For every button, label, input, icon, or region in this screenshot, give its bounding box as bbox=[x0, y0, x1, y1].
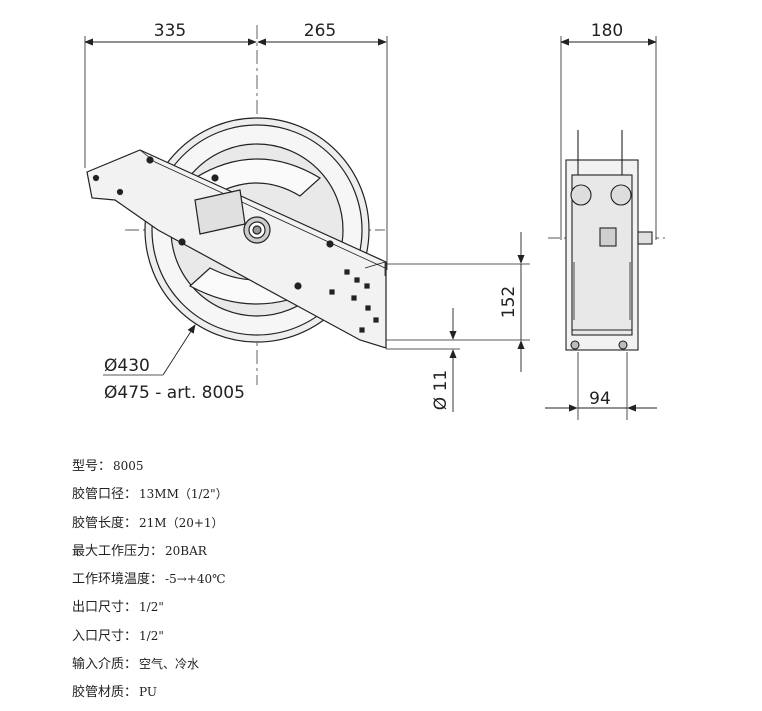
spec-list: 型号：8005 胶管口径：13MM（1/2"） 胶管长度：21M（20+1） 最… bbox=[72, 456, 228, 711]
spec-model: 型号：8005 bbox=[72, 459, 144, 474]
spec-outlet-size: 出口尺寸：1/2" bbox=[72, 600, 164, 616]
spec-max-pressure: 最大工作压力：20BAR bbox=[72, 543, 207, 559]
spec-hose-material: 胶管材质：PU bbox=[72, 685, 157, 701]
dim-base-depth: 94 bbox=[589, 389, 611, 409]
spec-hose-diameter: 胶管口径：13MM（1/2"） bbox=[72, 487, 228, 503]
spec-temperature: 工作环境温度：-5→+40℃ bbox=[72, 572, 226, 588]
side-view bbox=[545, 36, 665, 420]
dim-height-mount: 152 bbox=[499, 286, 519, 318]
dim-depth: 180 bbox=[591, 21, 623, 41]
spec-inlet-size: 入口尺寸：1/2" bbox=[72, 628, 164, 644]
technical-drawing: 335 265 180 152 Ø 11 94 Ø430 Ø475 - art.… bbox=[84, 21, 665, 420]
dim-drum-large: Ø475 - art. 8005 bbox=[104, 383, 245, 403]
front-view bbox=[84, 25, 530, 412]
dim-width-right: 265 bbox=[304, 21, 336, 41]
spec-hose-length: 胶管长度：21M（20+1） bbox=[72, 515, 224, 531]
dim-hole: Ø 11 bbox=[431, 370, 451, 410]
dim-drum-small: Ø430 bbox=[104, 356, 150, 376]
spec-medium: 输入介质：空气、冷水 bbox=[72, 657, 200, 673]
dim-width-left: 335 bbox=[154, 21, 186, 41]
